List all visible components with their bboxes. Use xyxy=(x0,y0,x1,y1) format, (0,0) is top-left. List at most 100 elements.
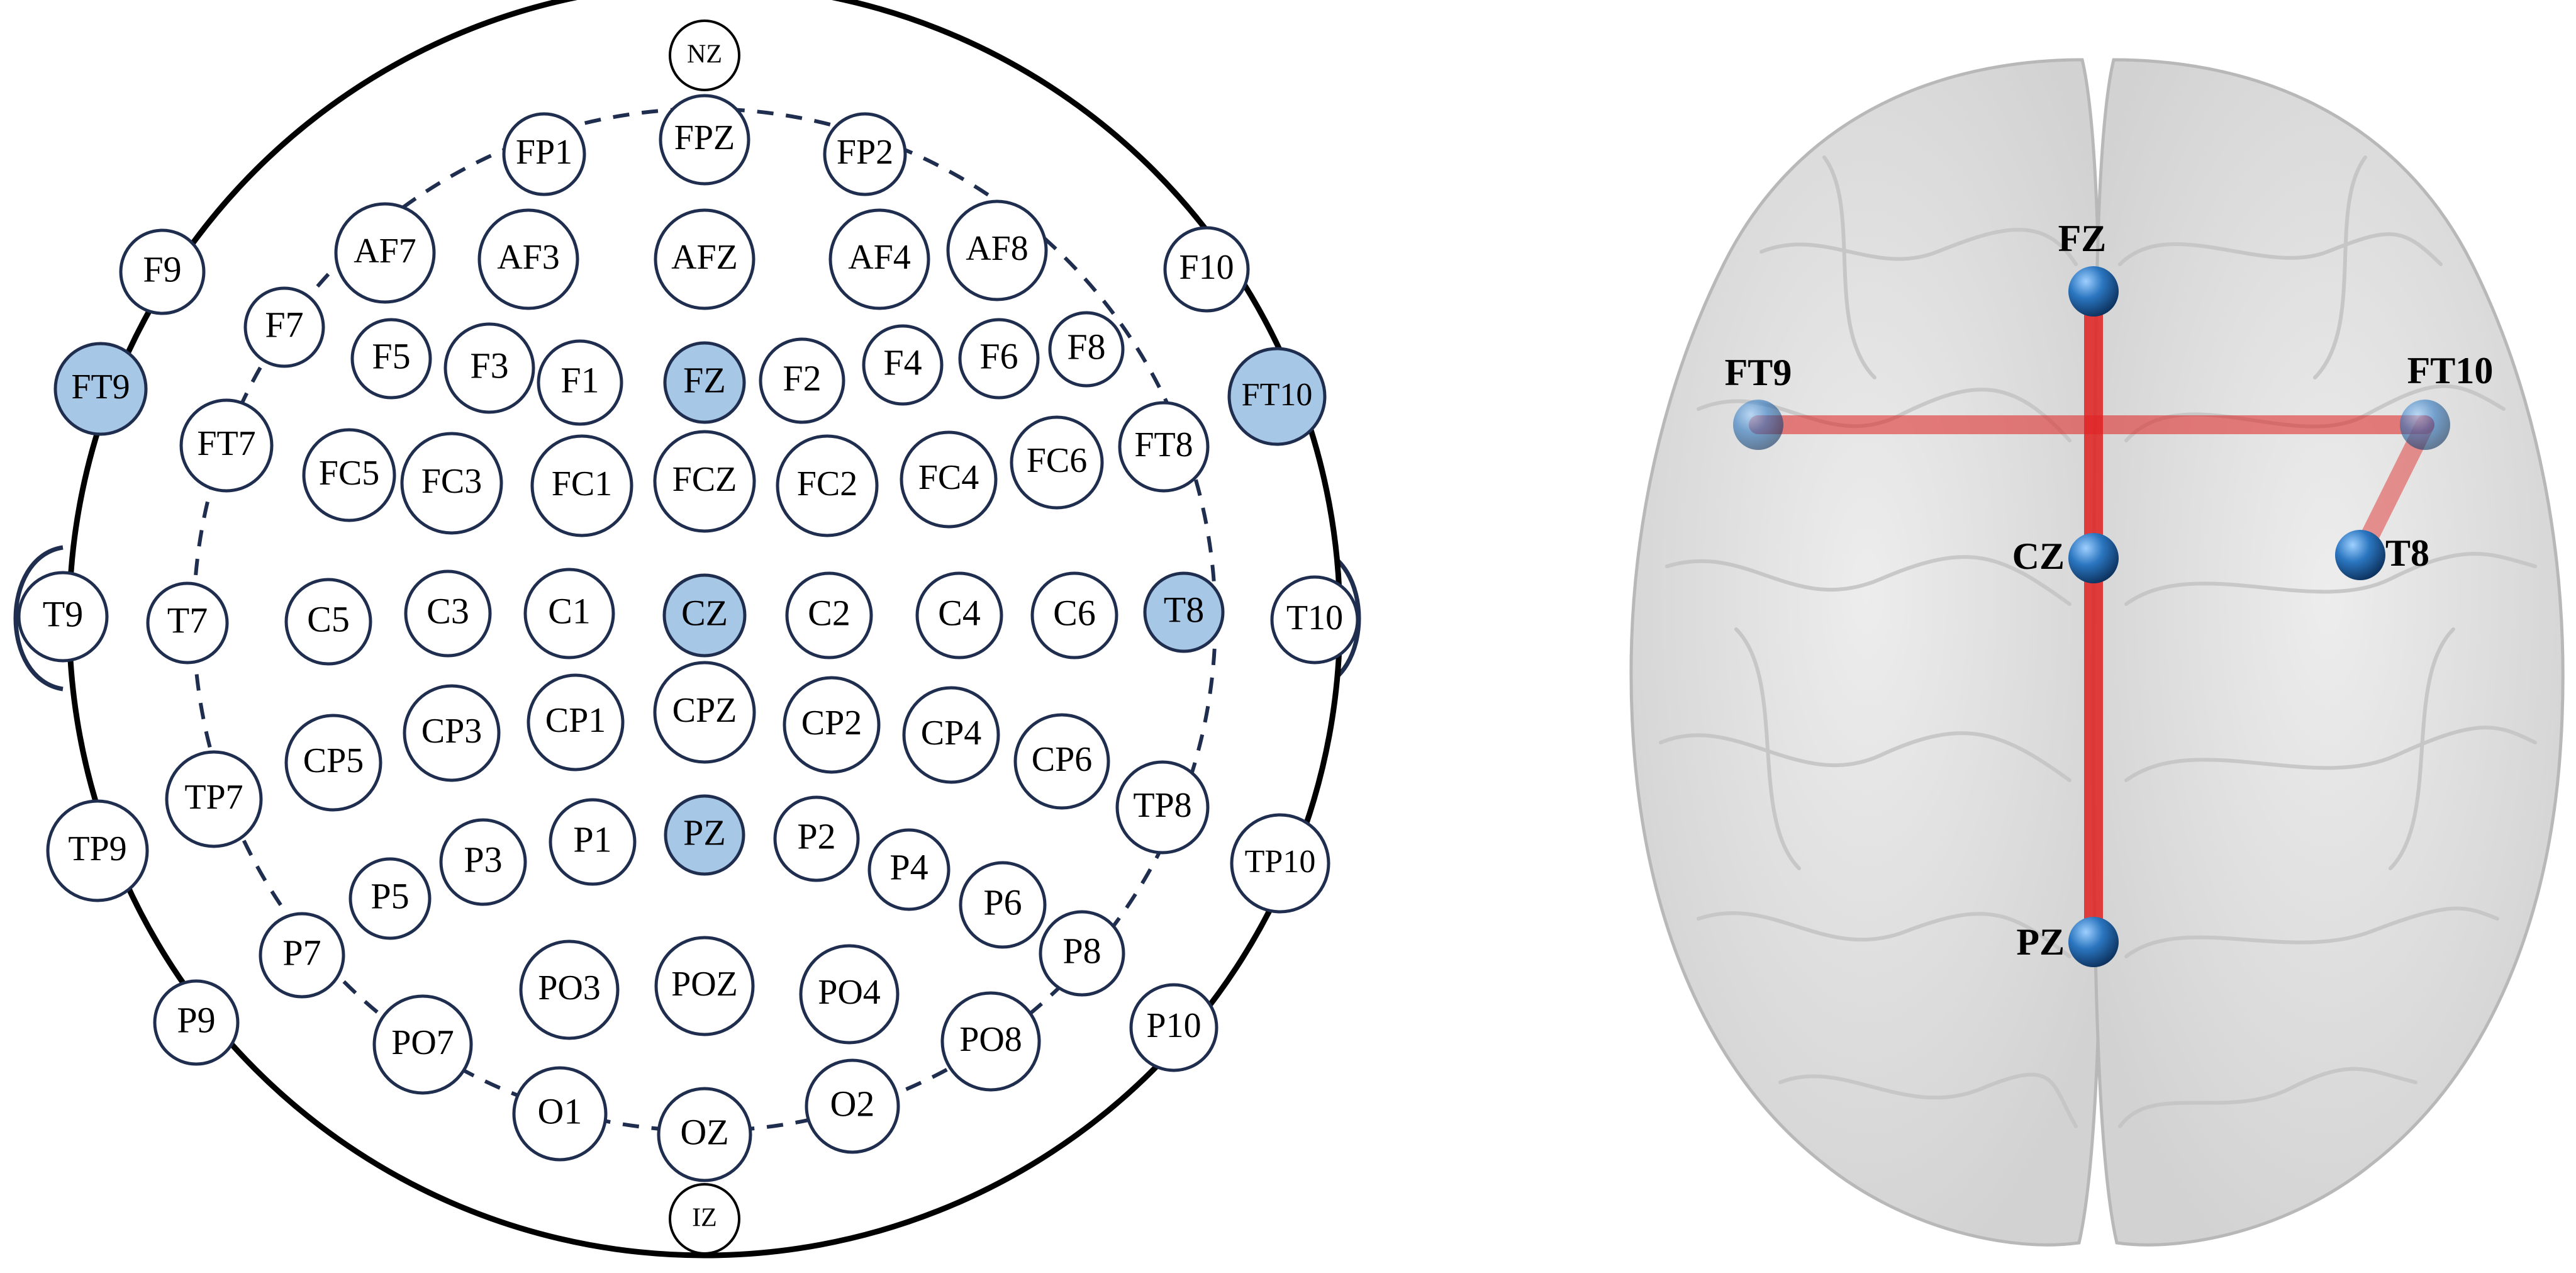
electrode-t9: T9 xyxy=(17,571,109,663)
electrode-circle xyxy=(1010,415,1104,510)
electrode-circle xyxy=(663,341,746,424)
electrode-f1: F1 xyxy=(537,339,623,426)
electrode-circle xyxy=(404,569,492,658)
node-sphere xyxy=(2335,530,2385,580)
node-sphere xyxy=(2068,917,2119,967)
electrode-circle xyxy=(867,828,951,911)
electrode-circle xyxy=(400,432,503,535)
electrode-circle xyxy=(940,991,1041,1092)
electrode-label: FZ xyxy=(683,359,726,400)
electrode-f7: F7 xyxy=(243,286,325,368)
electrode-label: F7 xyxy=(265,304,303,345)
left-ear xyxy=(13,545,64,692)
electrode-label: FT7 xyxy=(197,424,255,463)
electrode-cp1: CP1 xyxy=(527,673,625,771)
electrode-circle xyxy=(527,673,625,771)
electrode-circle xyxy=(119,228,206,315)
electrode-iz: IZ xyxy=(669,1183,740,1255)
electrode-label: AF4 xyxy=(848,238,911,277)
electrode-circle xyxy=(828,208,930,310)
node-label: FT10 xyxy=(2407,350,2494,391)
electrode-label: TP8 xyxy=(1133,786,1191,825)
electrode-label: P10 xyxy=(1146,1006,1201,1045)
electrode-circle xyxy=(759,337,845,424)
electrode-circle xyxy=(662,573,747,658)
electrode-af7: AF7 xyxy=(334,202,436,304)
electrode-label: OZ xyxy=(680,1111,728,1152)
node-label: T8 xyxy=(2385,532,2429,574)
electrode-circle xyxy=(664,794,745,876)
electrode-f9: F9 xyxy=(119,228,206,315)
electrode-cz: CZ xyxy=(662,573,747,658)
electrode-circle xyxy=(259,912,345,999)
electrode-p3: P3 xyxy=(439,818,527,906)
electrode-label: CP2 xyxy=(801,704,862,743)
electrode-fp1: FP1 xyxy=(502,112,586,196)
electrode-label: PO3 xyxy=(538,968,601,1007)
electrode-fcz: FCZ xyxy=(653,430,756,533)
electrode-label: C5 xyxy=(307,598,350,639)
electrode-p10: P10 xyxy=(1129,983,1218,1072)
network-node-ft10: FT10 xyxy=(2400,350,2493,450)
node-sphere xyxy=(2068,533,2119,583)
electrode-po7: PO7 xyxy=(372,994,473,1095)
electrode-label: CP6 xyxy=(1032,740,1093,779)
electrode-c6: C6 xyxy=(1030,571,1118,659)
electrode-label: T8 xyxy=(1164,589,1204,630)
electrode-label: FC4 xyxy=(918,458,979,497)
electrode-circle xyxy=(302,428,396,522)
electrode-ft8: FT8 xyxy=(1118,401,1210,493)
electrode-circle xyxy=(657,1087,752,1182)
electrode-label: O2 xyxy=(830,1083,875,1124)
electrode-fp2: FP2 xyxy=(823,112,907,196)
electrode-label: CPZ xyxy=(672,691,737,730)
electrode-label: PO8 xyxy=(959,1020,1022,1059)
electrode-o2: O2 xyxy=(805,1058,900,1154)
electrode-circle xyxy=(443,322,535,414)
electrode-circle xyxy=(502,112,586,196)
electrode-circle xyxy=(403,684,501,782)
node-sphere xyxy=(2068,266,2119,317)
electrode-circle xyxy=(823,112,907,196)
electrode-cpz: CPZ xyxy=(653,661,756,764)
electrode-po8: PO8 xyxy=(940,991,1041,1092)
electrode-label: F5 xyxy=(372,335,410,376)
electrode-label: PZ xyxy=(683,812,726,853)
electrode-circle xyxy=(654,208,756,310)
electrode-label-iz: IZ xyxy=(692,1204,717,1233)
electrode-f3: F3 xyxy=(443,322,535,414)
electrode-fc5: FC5 xyxy=(302,428,396,522)
electrode-circle xyxy=(334,202,436,304)
electrode-circle xyxy=(805,1058,900,1154)
electrode-circle xyxy=(439,818,527,906)
electrode-af4: AF4 xyxy=(828,208,930,310)
electrode-label: F2 xyxy=(783,357,821,398)
electrode-label: P1 xyxy=(573,819,611,860)
node-label: PZ xyxy=(2016,921,2065,963)
electrode-cp2: CP2 xyxy=(783,676,881,774)
electrode-label: P2 xyxy=(797,816,835,856)
electrode-f2: F2 xyxy=(759,337,845,424)
network-node-pz: PZ xyxy=(2016,917,2119,967)
electrode-circle xyxy=(523,568,615,659)
electrode-label: P5 xyxy=(371,875,409,916)
electrode-circle xyxy=(243,286,325,368)
electrode-label: FP2 xyxy=(837,133,893,172)
electrode-p4: P4 xyxy=(867,828,951,911)
electrode-circle xyxy=(512,1066,608,1162)
electrode-po3: PO3 xyxy=(519,939,620,1040)
electrode-tp9: TP9 xyxy=(46,799,149,902)
electrode-label: P8 xyxy=(1062,930,1101,971)
electrode-label: FT9 xyxy=(71,367,130,407)
electrode-circle xyxy=(519,939,620,1040)
electrode-cp6: CP6 xyxy=(1013,713,1110,810)
electrode-circle xyxy=(1013,713,1110,810)
electrode-circle xyxy=(653,661,756,764)
electrode-label: P4 xyxy=(889,846,928,887)
electrode-label: C1 xyxy=(548,590,591,631)
node-sphere xyxy=(2400,400,2450,450)
electrode-fz: FZ xyxy=(663,341,746,424)
